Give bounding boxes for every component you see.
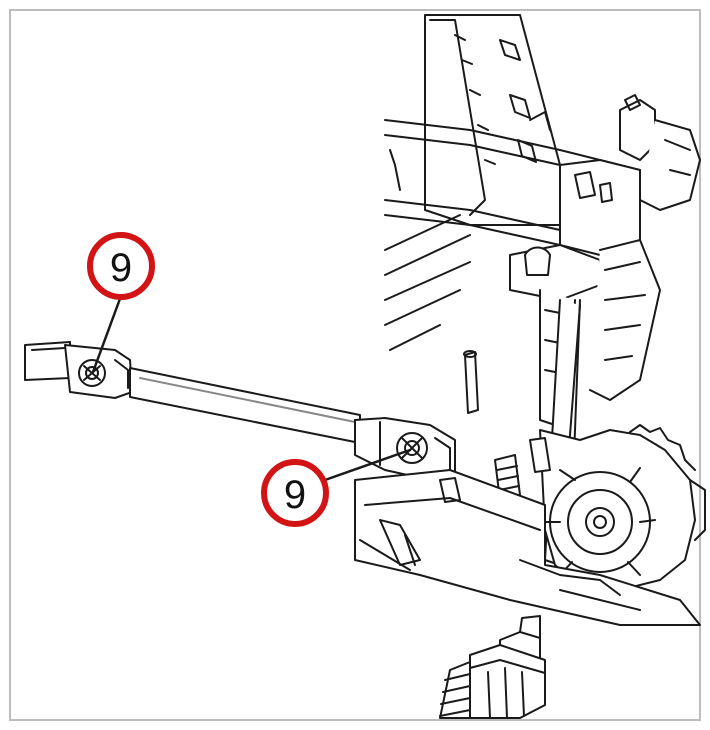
callout-leaders: [91, 294, 412, 482]
intermediate-shaft: [24, 341, 456, 481]
steering-rack-boot: [439, 615, 546, 719]
lower-control-arm: [354, 469, 701, 626]
callout-label-upper: 9: [110, 246, 132, 290]
callout-ring-lower: [261, 459, 329, 527]
callout-marker-lower: 9: [261, 459, 329, 527]
callout-leader-upper: [91, 294, 123, 374]
callout-label-lower: 9: [284, 473, 306, 517]
callout-marker-upper: 9: [87, 232, 155, 300]
callout-ring-upper: [87, 232, 155, 300]
hub-assembly: [494, 424, 706, 591]
callout-leader-lower: [323, 448, 412, 482]
locating-pin: [463, 350, 479, 414]
